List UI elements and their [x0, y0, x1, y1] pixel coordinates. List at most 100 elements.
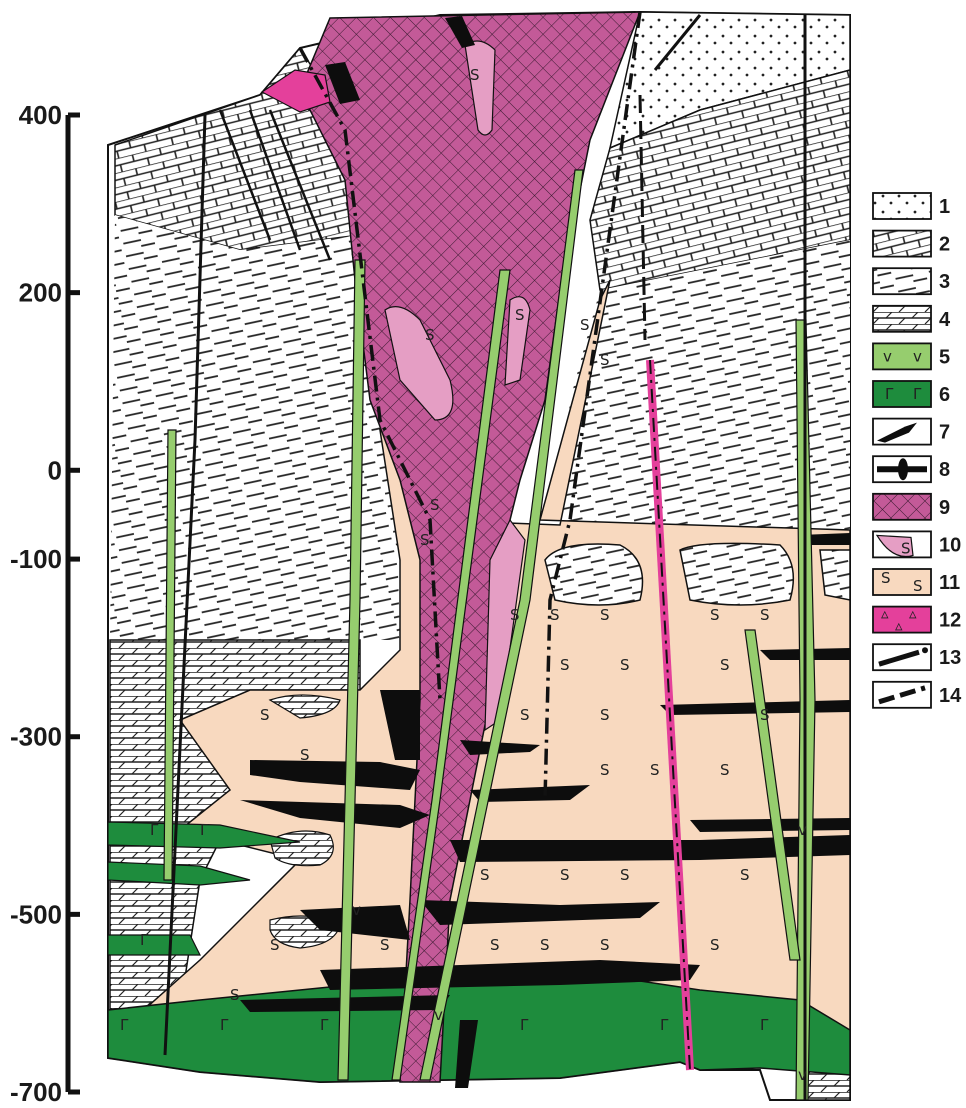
s-mark: S	[470, 66, 480, 84]
marl-lens-1	[270, 831, 333, 866]
s-mark: S	[515, 306, 525, 324]
ore-lens-14	[690, 818, 850, 832]
v-mark: v	[798, 821, 807, 839]
legend-number: 6	[939, 384, 950, 406]
s-mark: S	[480, 866, 490, 884]
s-mark: S	[600, 936, 610, 954]
depth-tick-label: -300	[10, 722, 62, 752]
depth-tick-label: 400	[19, 100, 62, 130]
s-mark: S	[760, 606, 770, 624]
shale-lens-3	[820, 550, 850, 600]
hatched-marl-icon	[873, 306, 931, 332]
s-mark: S	[560, 866, 570, 884]
s-mark: S	[650, 761, 660, 779]
s-mark: S	[520, 706, 530, 724]
legend-number: 5	[939, 346, 950, 368]
gabbro-mark: Г	[120, 1016, 129, 1034]
dots-icon	[873, 193, 931, 219]
limestone-brick-icon	[873, 231, 931, 257]
s-mark: S	[710, 606, 720, 624]
legend-item: 1	[873, 193, 950, 219]
pink-tuff-icon: ▵ ▵ ▵	[873, 605, 931, 635]
fault-dot-icon	[873, 644, 931, 670]
s-mark: S	[760, 706, 770, 724]
s-mark: S	[550, 606, 560, 624]
gabbro-sill-3	[108, 935, 200, 955]
legend-number: 1	[939, 196, 950, 218]
shale-lens-1	[545, 544, 643, 605]
s-mark: S	[490, 936, 500, 954]
s-mark: S	[720, 656, 730, 674]
s-mark: S	[425, 326, 435, 344]
legend-item: vv 5	[873, 343, 950, 369]
s-mark: S	[600, 606, 610, 624]
gabbro-mark: Г	[520, 1016, 529, 1034]
legend-number: 8	[939, 459, 950, 481]
v-mark: v	[434, 1006, 443, 1024]
s-mark: S	[420, 531, 430, 549]
legend-item: S 10	[873, 531, 961, 557]
gabbro-mark: Г	[140, 931, 149, 949]
s-mark: S	[600, 706, 610, 724]
svg-text:Г: Г	[885, 385, 894, 403]
legend-number: 4	[939, 309, 951, 331]
legend-item: 13	[873, 644, 961, 670]
s-mark: S	[620, 866, 630, 884]
depth-tick-label: -100	[10, 544, 62, 574]
gabbro-mark: Г	[150, 821, 159, 839]
svg-text:▵: ▵	[895, 617, 903, 635]
shale-lens-2	[680, 543, 793, 605]
gabbro-mark: Г	[660, 1016, 669, 1034]
svg-text:▵: ▵	[881, 605, 889, 623]
light-pink-breccia-icon: S	[873, 531, 931, 557]
legend-item: 8	[873, 456, 950, 482]
legend-number: 9	[939, 497, 950, 519]
svg-text:▵: ▵	[909, 605, 917, 623]
s-mark: S	[260, 706, 270, 724]
ore-vein-icon	[873, 456, 931, 482]
s-mark: S	[580, 316, 590, 334]
svg-text:S: S	[901, 539, 911, 557]
legend-item: 9	[873, 494, 950, 520]
s-mark: S	[540, 936, 550, 954]
legend-number: 13	[939, 647, 961, 669]
legend-number: 14	[939, 685, 962, 707]
dash-shale-icon	[873, 268, 931, 294]
gabbro-mark: Г	[320, 1016, 329, 1034]
legend-number: 3	[939, 271, 950, 293]
s-mark: S	[510, 606, 520, 624]
depth-tick-label: 0	[48, 455, 62, 485]
s-mark: S	[620, 656, 630, 674]
pink-crosshatch-icon	[873, 494, 931, 520]
legend-item: 3	[873, 268, 950, 294]
s-mark: S	[560, 656, 570, 674]
legend-number: 11	[939, 572, 960, 594]
legend-item: 4	[873, 306, 951, 332]
svg-text:S: S	[881, 569, 891, 587]
gabbro-mark: Г	[760, 1016, 769, 1034]
fault-dash-icon	[873, 682, 931, 708]
legend-item: ▵ ▵ ▵ 12	[873, 605, 961, 635]
s-mark: S	[600, 761, 610, 779]
gabbro-mark: Г	[220, 1016, 229, 1034]
svg-text:S: S	[913, 577, 923, 595]
svg-text:Г: Г	[913, 385, 922, 403]
legend-item: 14	[873, 682, 962, 708]
svg-text:v: v	[883, 347, 892, 365]
s-mark: S	[270, 936, 280, 954]
ore-body-icon	[873, 419, 931, 445]
s-mark: S	[710, 936, 720, 954]
gabbro-mark: Г	[200, 821, 209, 839]
legend-item: 2	[873, 231, 950, 257]
depth-tick-label: -700	[10, 1077, 62, 1107]
legend-number: 12	[939, 610, 961, 632]
s-mark: S	[720, 761, 730, 779]
legend-number: 10	[939, 534, 961, 556]
v-mark: v	[798, 1066, 807, 1084]
legend-number: 7	[939, 422, 950, 444]
